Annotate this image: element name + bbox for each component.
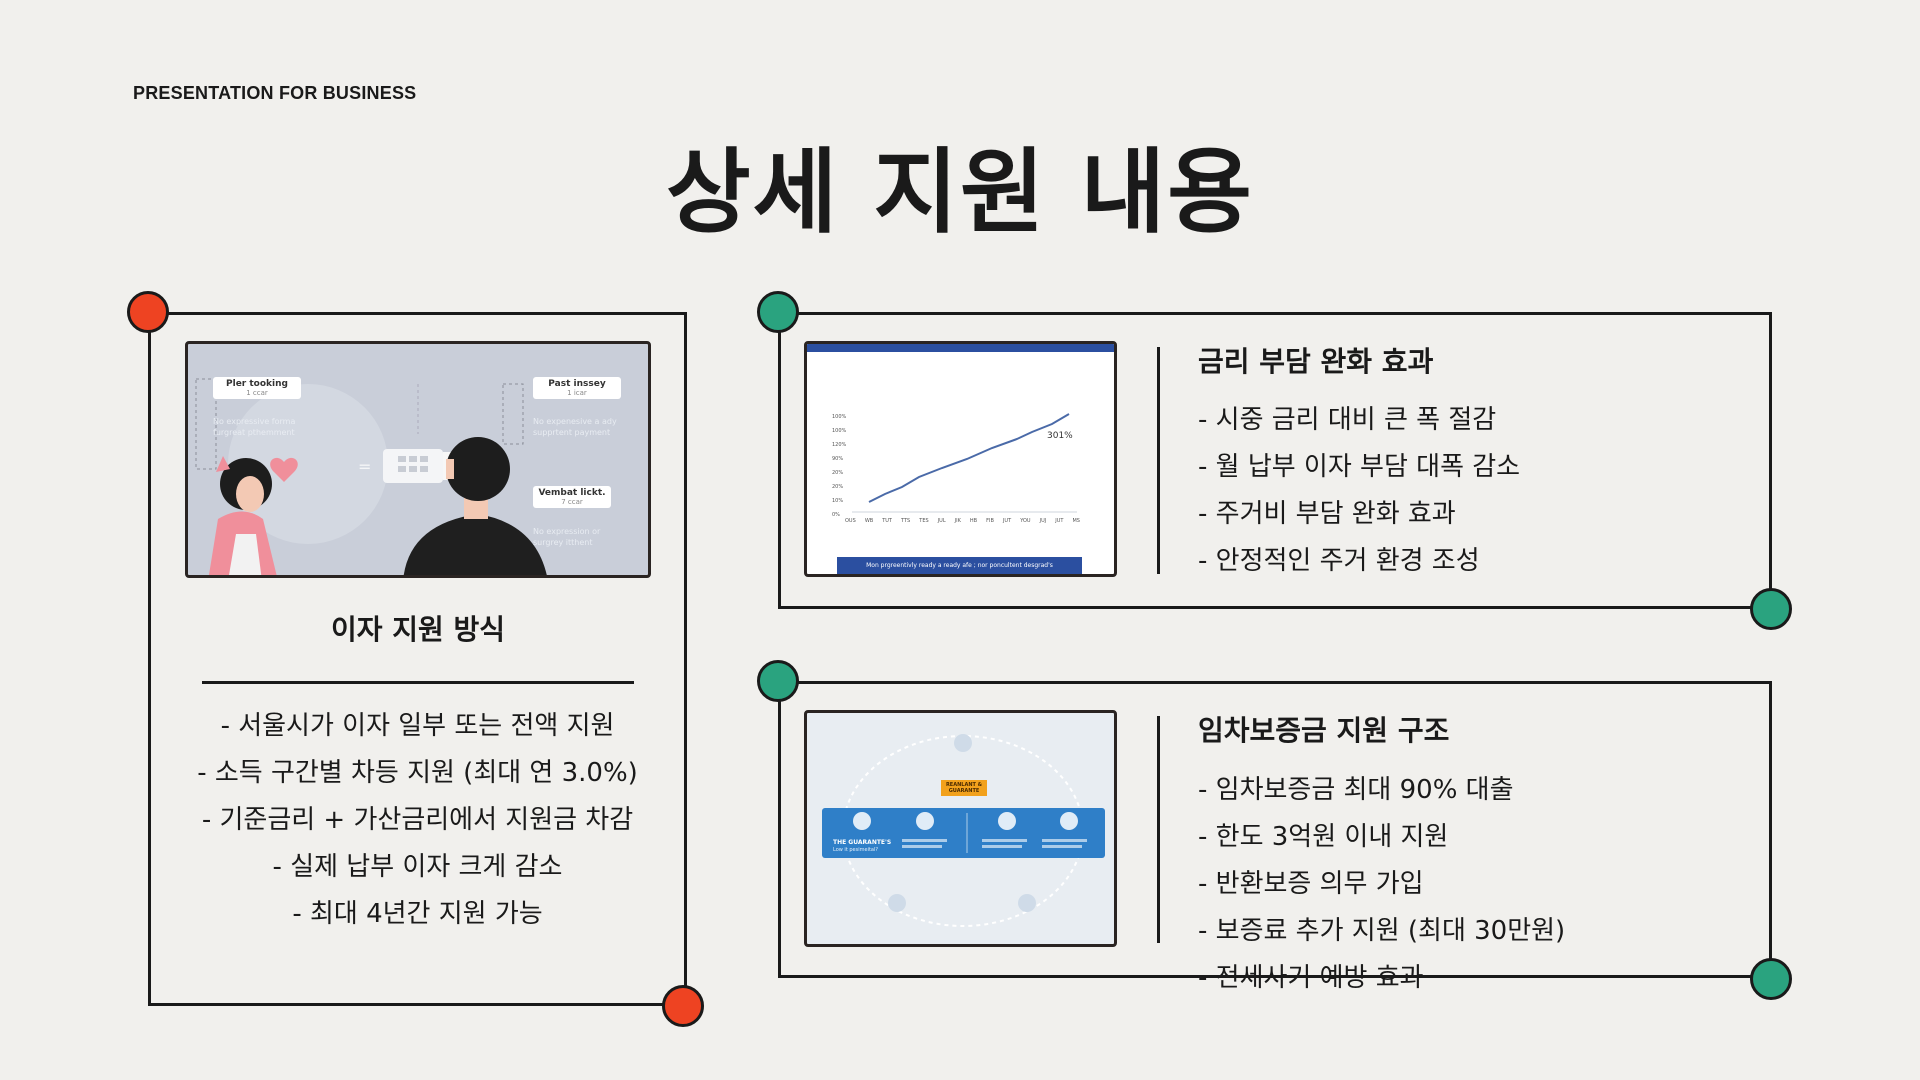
diagram-band-sub: Low it pesimeital? (833, 847, 879, 853)
bottom-right-card-title: 임차보증금 지원 구조 (1198, 714, 1450, 747)
image-caption: No expenesive a ady supprtent payment (533, 417, 617, 437)
bottom-right-card-frame (778, 681, 1772, 978)
list-item: - 한도 3억원 이내 지원 (1198, 822, 1449, 852)
left-card-dot-bottom (662, 985, 704, 1027)
bottom-right-card-dot-top (757, 660, 799, 702)
chart-x-ticks: OUS WB TUT TTS TES JUL JIK HB FIB JUT YO… (845, 518, 1080, 524)
top-right-card-dot-bottom (1750, 588, 1792, 630)
list-item: - 전세사기 예방 효과 (1198, 963, 1424, 993)
page-title: 상세 지원 내용 (666, 139, 1254, 246)
image-tag: Vembat lickt.7 ccar (533, 486, 611, 508)
top-right-card-title: 금리 부담 완화 효과 (1198, 345, 1434, 378)
top-right-card-dot-top (757, 291, 799, 333)
left-card-divider (202, 681, 634, 684)
list-item: - 월 납부 이자 부담 대폭 감소 (1198, 452, 1521, 482)
list-item: - 최대 4년간 지원 가능 (292, 899, 543, 929)
image-caption: No expressive forma furgreat pthemment (213, 417, 296, 437)
guarantee-diagram-illustration (822, 734, 1105, 927)
chart-annotation: 301% (1047, 431, 1073, 441)
chart-y-ticks: 100% 100% 120% 90% 20% 20% 10% 0% (832, 414, 847, 518)
line-chart-illustration (852, 413, 1077, 513)
left-card-dot-top (127, 291, 169, 333)
bottom-right-card-dot-bottom (1750, 958, 1792, 1000)
list-item: - 기준금리 + 가산금리에서 지원금 차감 (201, 805, 634, 835)
list-item: - 임차보증금 최대 90% 대출 (1198, 775, 1514, 805)
list-item: - 실제 납부 이자 크게 감소 (272, 852, 563, 882)
diagram-badge: REANLANT & GUARANTE (941, 780, 987, 796)
diagram-band-label: THE GUARANTE'S (833, 839, 892, 846)
list-item: - 보증료 추가 지원 (최대 30만원) (1198, 916, 1566, 946)
top-right-card-list: - 시중 금리 대비 큰 폭 절감 - 월 납부 이자 부담 대폭 감소 - 주… (1198, 397, 1520, 585)
left-card-title: 이자 지원 방식 (330, 613, 506, 646)
list-item: - 소득 구간별 차등 지원 (최대 연 3.0%) (197, 758, 638, 788)
list-item: - 반환보증 의무 가입 (1198, 869, 1424, 899)
left-card-frame (148, 312, 687, 1006)
list-item: - 주거비 부담 완화 효과 (1198, 499, 1456, 529)
top-right-card-frame (778, 312, 1772, 609)
list-item: - 서울시가 이자 일부 또는 전액 지원 (220, 711, 615, 741)
eyebrow-label: PRESENTATION FOR BUSINESS (133, 83, 417, 103)
svg-text:=: = (358, 457, 371, 476)
list-item: - 시중 금리 대비 큰 폭 절감 (1198, 405, 1497, 435)
left-card-list: - 서울시가 이자 일부 또는 전액 지원 - 소득 구간별 차등 지원 (최대… (160, 703, 675, 938)
illustration-couple: = (195, 378, 547, 575)
bottom-right-card-separator (1157, 716, 1160, 943)
top-right-card-separator (1157, 347, 1160, 574)
list-item: - 안정적인 주거 환경 조성 (1198, 546, 1480, 576)
bottom-right-card-image: REANLANT & GUARANTE THE GUARANTE'S Low i… (804, 710, 1117, 947)
bottom-right-card-list: - 임차보증금 최대 90% 대출 - 한도 3억원 이내 지원 - 반환보증 … (1198, 767, 1565, 1002)
top-right-card-image: 301% 100% 100% 120% 90% 20% 20% 10% 0% O… (804, 341, 1117, 577)
chart-footer-banner: Mon prgreentivly ready a ready afe ; nor… (837, 557, 1082, 574)
image-top-band (807, 344, 1114, 352)
image-caption: No expression or surgrey itthent (533, 527, 601, 547)
